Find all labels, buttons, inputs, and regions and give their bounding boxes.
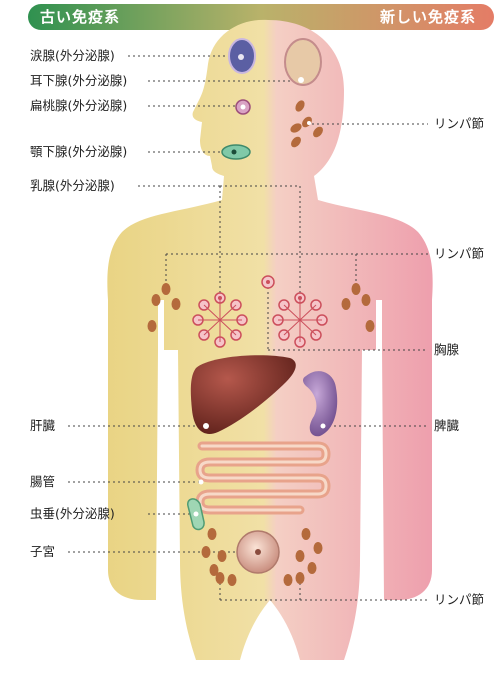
label-liver: 肝臓 bbox=[30, 418, 55, 434]
label-uterus: 子宮 bbox=[30, 544, 55, 560]
label-lymph-head: リンパ節 bbox=[434, 116, 484, 132]
label-lymph-pelvis: リンパ節 bbox=[434, 592, 484, 608]
label-parotid: 耳下腺(外分泌腺) bbox=[30, 73, 127, 89]
label-appendix: 虫垂(外分泌腺) bbox=[30, 506, 115, 522]
label-spleen: 脾臓 bbox=[434, 418, 459, 434]
header-right-title: 新しい免疫系 bbox=[380, 4, 476, 30]
label-mammary: 乳腺(外分泌腺) bbox=[30, 178, 115, 194]
label-intestine: 腸管 bbox=[30, 474, 55, 490]
label-submandibular: 顎下腺(外分泌腺) bbox=[30, 144, 127, 160]
label-tonsil: 扁桃腺(外分泌腺) bbox=[30, 98, 127, 114]
label-lymph-shoulder: リンパ節 bbox=[434, 246, 484, 262]
label-lacrimal: 涙腺(外分泌腺) bbox=[30, 48, 115, 64]
header-left-title: 古い免疫系 bbox=[40, 4, 120, 30]
label-thymus: 胸腺 bbox=[434, 342, 459, 358]
